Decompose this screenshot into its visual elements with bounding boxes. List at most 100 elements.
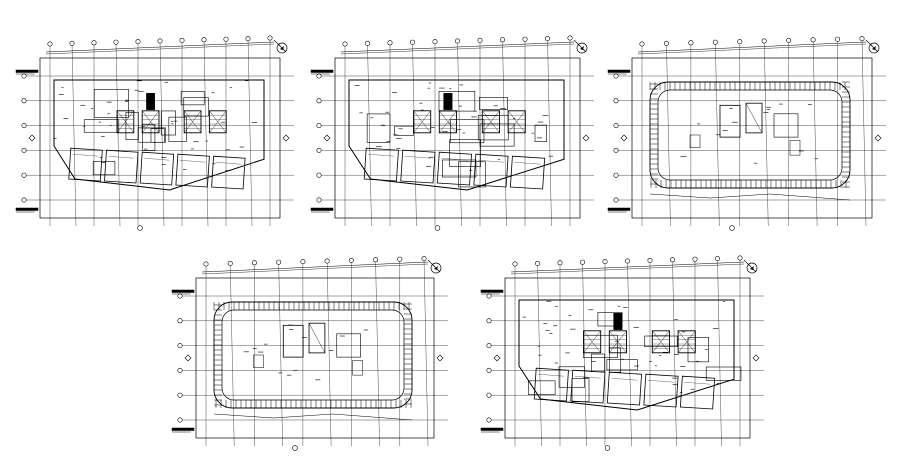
grid-bubble-icon [639,41,645,47]
grid-bubble-icon [737,255,743,261]
grid-bubble-icon [316,73,322,79]
grid-bubble-icon [688,40,694,46]
grid-bubble-icon [669,257,675,263]
grid-bubble-icon [613,147,619,153]
grid-bubble-icon [604,445,611,451]
grid-bubble-icon [663,40,669,46]
grid-bubble-icon [486,318,492,324]
grid-bubble-icon [373,257,379,263]
grid-bubble-icon [647,257,653,263]
grid-bubble-icon [21,123,27,129]
grid-bubble-icon [47,41,53,47]
grid-bubble-icon [364,40,370,46]
scale-bar [607,207,631,213]
grid-bubble-icon [859,36,865,42]
grid-bubble-icon [613,197,619,203]
scale-bar [171,427,195,433]
scale-bar [480,427,504,433]
grid-bubble-icon [316,172,322,178]
north-arrow-icon [743,259,758,274]
grid-bubble-icon [157,38,163,44]
scale-bar [310,69,334,75]
grid-bubble-icon [137,225,143,231]
north-arrow-icon [573,39,588,54]
floor-plan-4 [171,256,448,451]
scale-bar [15,69,39,75]
grid-bubble-icon [387,40,393,46]
grid-bubble-icon [21,98,27,104]
grid-bubble-icon [177,343,183,349]
grid-bubble-icon [499,37,505,43]
grid-bubble-icon [486,417,492,423]
grid-bubble-icon [432,39,438,45]
grid-bubble-icon [534,260,540,266]
floor-plan-1 [15,35,294,231]
grid-bubble-icon [342,41,348,47]
scale-bar [171,289,195,295]
grid-bubble-icon [454,38,460,44]
grid-bubble-icon [692,256,698,262]
grid-bubble-icon [316,147,322,153]
grid-bubble-icon [712,39,718,45]
grid-bubble-icon [835,36,841,42]
grid-bubble-icon [91,40,97,46]
grid-bubble-icon [810,37,816,43]
grid-bubble-icon [223,36,229,42]
grid-bubble-icon [21,73,27,79]
grid-bubble-icon [486,392,492,398]
grid-bubble-icon [267,35,273,41]
grid-bubble-icon [300,259,306,265]
north-arrow-icon [273,39,288,54]
grid-bubble-icon [177,392,183,398]
grid-bubble-icon [177,293,183,299]
scale-bar [480,289,504,295]
grid-bubble-icon [201,37,207,43]
grid-bubble-icon [737,39,743,45]
grid-bubble-icon [324,258,330,264]
grid-bubble-icon [276,259,282,265]
scale-bar [15,207,39,213]
grid-bubble-icon [567,35,573,41]
grid-bubble-icon [179,37,185,43]
grid-bubble-icon [113,39,119,45]
grid-bubble-icon [486,293,492,299]
floor-plan-2 [310,35,594,231]
grid-bubble-icon [602,259,608,265]
grid-bubble-icon [409,39,415,45]
floor-plan-3 [607,36,886,231]
grid-bubble-icon [714,256,720,262]
north-arrow-icon [427,259,442,274]
grid-bubble-icon [292,445,298,451]
grid-bubble-icon [316,197,322,203]
grid-bubble-icon [486,343,492,349]
grid-bubble-icon [729,225,735,231]
grid-bubble-icon [316,123,322,129]
scale-bar [607,69,631,75]
grid-bubble-icon [348,257,354,263]
grid-bubble-icon [761,38,767,44]
grid-bubble-icon [21,197,27,203]
grid-bubble-icon [613,172,619,178]
grid-bubble-icon [177,367,183,373]
grid-bubble-icon [786,37,792,43]
grid-bubble-icon [613,73,619,79]
grid-bubble-icon [613,98,619,104]
grid-bubble-icon [512,261,518,267]
grid-bubble-icon [486,367,492,373]
grid-bubble-icon [227,260,233,266]
grid-bubble-icon [421,256,427,262]
grid-bubble-icon [203,261,209,267]
grid-bubble-icon [434,225,441,231]
grid-bubble-icon [624,258,630,264]
grid-bubble-icon [316,98,322,104]
grid-bubble-icon [21,147,27,153]
floor-plan-5 [480,255,764,451]
grid-bubble-icon [613,123,619,129]
grid-bubble-icon [21,172,27,178]
scale-bar [310,207,334,213]
grid-bubble-icon [544,36,550,42]
grid-bubble-icon [579,259,585,265]
grid-bubble-icon [477,37,483,43]
grid-bubble-icon [397,256,403,262]
